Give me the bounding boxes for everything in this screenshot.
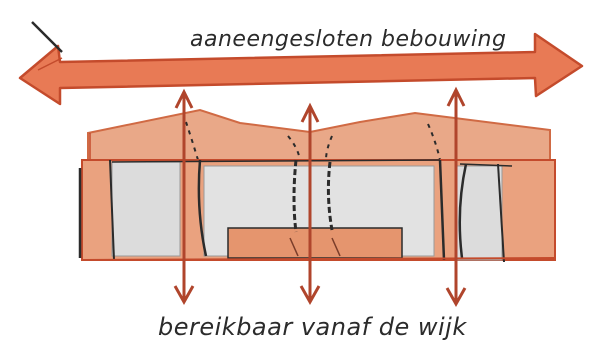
bottom-caption: bereikbaar vanaf de wijk: [158, 313, 467, 341]
low-volume: [227, 227, 403, 259]
vertical-double-arrow-icon-left: [173, 88, 195, 306]
top-caption: aaneengesloten bebouwing: [190, 27, 506, 52]
horizontal-double-arrow-icon: [18, 21, 584, 106]
vertical-double-arrow-icon-right: [445, 86, 467, 308]
vertical-double-arrow-icon-center: [299, 102, 321, 306]
building-roof: [87, 108, 551, 161]
window-left: [111, 161, 181, 257]
building-facade: [78, 159, 556, 263]
